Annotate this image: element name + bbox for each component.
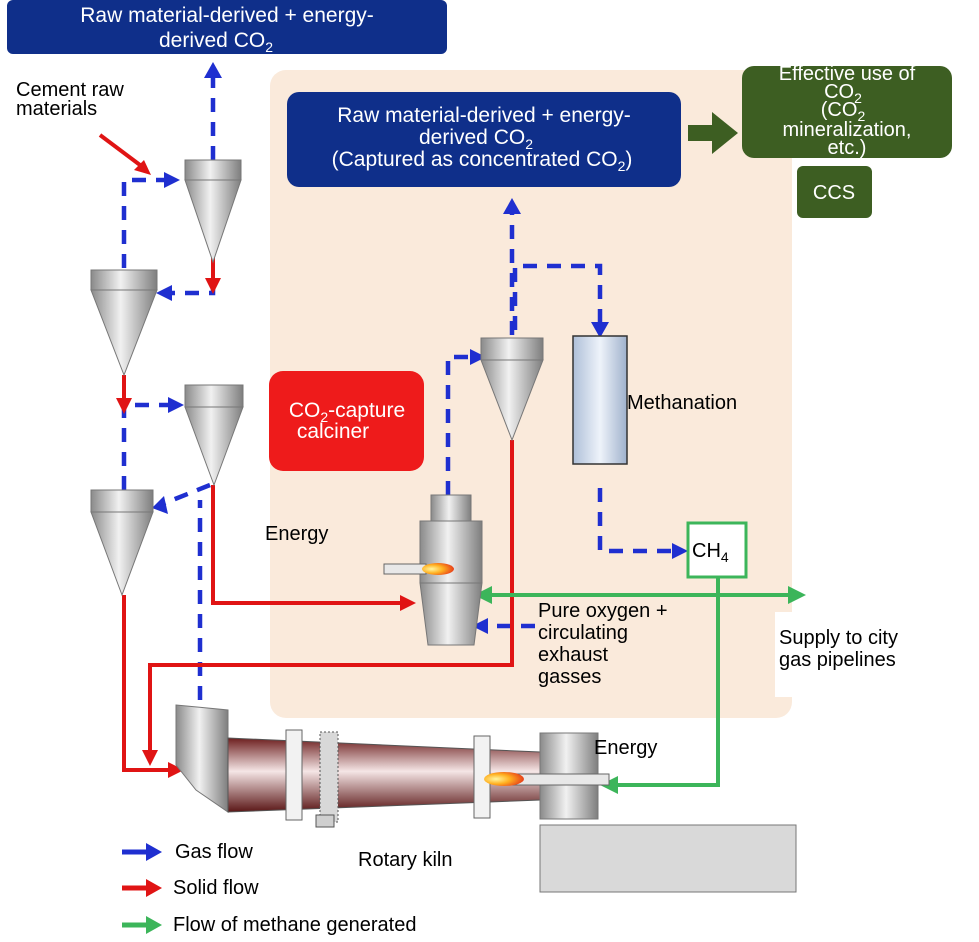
supply-label: Supply to city gas pipelines (779, 627, 898, 671)
to-effective-use-arrow (688, 112, 738, 154)
legend-gas-flow: Gas flow (122, 841, 253, 863)
legend-methane-flow: Flow of methane generated (122, 914, 417, 936)
captured-co2-box (287, 92, 681, 187)
raw-materials-label: Cement raw materials (16, 79, 124, 120)
cyclone-left-1 (90, 269, 158, 377)
svg-text:derived CO2: derived CO2 (159, 29, 273, 55)
calciner-line1-sub: 2 (320, 409, 328, 425)
captured-box-line3-end: ) (625, 148, 632, 171)
effective-use-line1: Effective use of (779, 63, 916, 85)
energy-kiln-label: Energy (594, 737, 657, 759)
legend-methane-flow-label: Flow of methane generated (173, 914, 417, 936)
cyclone-middle (184, 384, 244, 487)
methanation-reactor (572, 335, 628, 465)
supply-line2: gas pipelines (779, 649, 896, 671)
legend-solid-flow: Solid flow (122, 877, 259, 899)
captured-box-text: Raw material-derived + energy- derived C… (332, 104, 633, 174)
svg-text:(CO2: (CO2 (821, 99, 866, 124)
supply-label-background (775, 612, 945, 697)
header-box-text: Raw material-derived + energy- derived C… (80, 4, 374, 55)
effective-use-line3-sub: 2 (857, 108, 865, 124)
calciner-vessel (419, 494, 483, 646)
captured-box-line1: Raw material-derived + energy- (337, 104, 631, 127)
header-box-line1: Raw material-derived + energy- (80, 4, 374, 27)
gas-flow-arrowheads (152, 62, 688, 634)
solid-flow-arrowheads (116, 160, 416, 778)
calciner-burner-icon (383, 563, 454, 575)
ch4-text: CH (692, 540, 721, 562)
supply-line1: Supply to city (779, 627, 898, 649)
oxygen-label: Pure oxygen + circulating exhaust gasses (538, 600, 668, 688)
effective-use-line5: etc.) (828, 137, 867, 159)
svg-text:derived CO2: derived CO2 (419, 126, 533, 152)
rotary-kiln (175, 704, 797, 893)
raw-materials-line1: Cement raw (16, 79, 124, 101)
oxygen-line4: gasses (538, 666, 601, 688)
effective-use-line2-sub: 2 (854, 90, 862, 106)
rotary-kiln-label: Rotary kiln (358, 849, 452, 871)
effective-use-line4: mineralization, (783, 119, 912, 141)
ch4-label: CH4 (692, 540, 729, 565)
svg-text:(Captured as concentrated CO2): (Captured as concentrated CO2) (332, 148, 633, 174)
oxygen-line2: circulating (538, 622, 628, 644)
captured-box-line2-sub: 2 (525, 136, 533, 152)
ch4-box (686, 521, 748, 579)
captured-box-line3-sub: 2 (618, 158, 626, 174)
legend-solid-flow-label: Solid flow (173, 877, 259, 899)
effective-use-line3: (CO (821, 99, 858, 121)
header-co2-box (7, 0, 447, 54)
ch4-subscript: 4 (721, 549, 729, 565)
methane-flow-lines (490, 577, 790, 787)
calciner-line2: calciner (297, 420, 369, 443)
cyclone-capture (480, 337, 544, 442)
co2-capture-calciner-box (269, 371, 424, 471)
capture-zone (270, 70, 792, 718)
kiln-burner-icon (484, 772, 610, 786)
ccs-box (797, 166, 872, 218)
ccs-label: CCS (813, 182, 855, 204)
energy-calciner-label: Energy (265, 523, 328, 545)
raw-materials-line2: materials (16, 98, 97, 120)
captured-box-line3: (Captured as concentrated CO (332, 148, 618, 171)
legend: Gas flow Solid flow Flow of methane gene… (122, 841, 417, 936)
svg-text:CO2: CO2 (824, 81, 862, 106)
calciner-box-text: CO2-capture calciner (289, 399, 405, 443)
captured-box-line2: derived CO (419, 126, 525, 149)
effective-use-line2: CO (824, 81, 854, 103)
calciner-line1-end: -capture (328, 399, 405, 422)
cyclone-left-2 (90, 489, 154, 597)
header-box-subscript: 2 (265, 39, 273, 55)
svg-text:CO2-capture: CO2-capture (289, 399, 405, 425)
effective-use-text: Effective use of CO2 (CO2 mineralization… (779, 63, 916, 159)
header-box-line2: derived CO (159, 29, 265, 52)
legend-gas-flow-label: Gas flow (175, 841, 253, 863)
effective-use-box (742, 66, 952, 158)
calciner-line1: CO (289, 399, 321, 422)
oxygen-line1: Pure oxygen + (538, 600, 668, 622)
cyclone-top (184, 159, 242, 264)
methanation-label: Methanation (627, 392, 737, 414)
oxygen-line3: exhaust (538, 644, 608, 666)
